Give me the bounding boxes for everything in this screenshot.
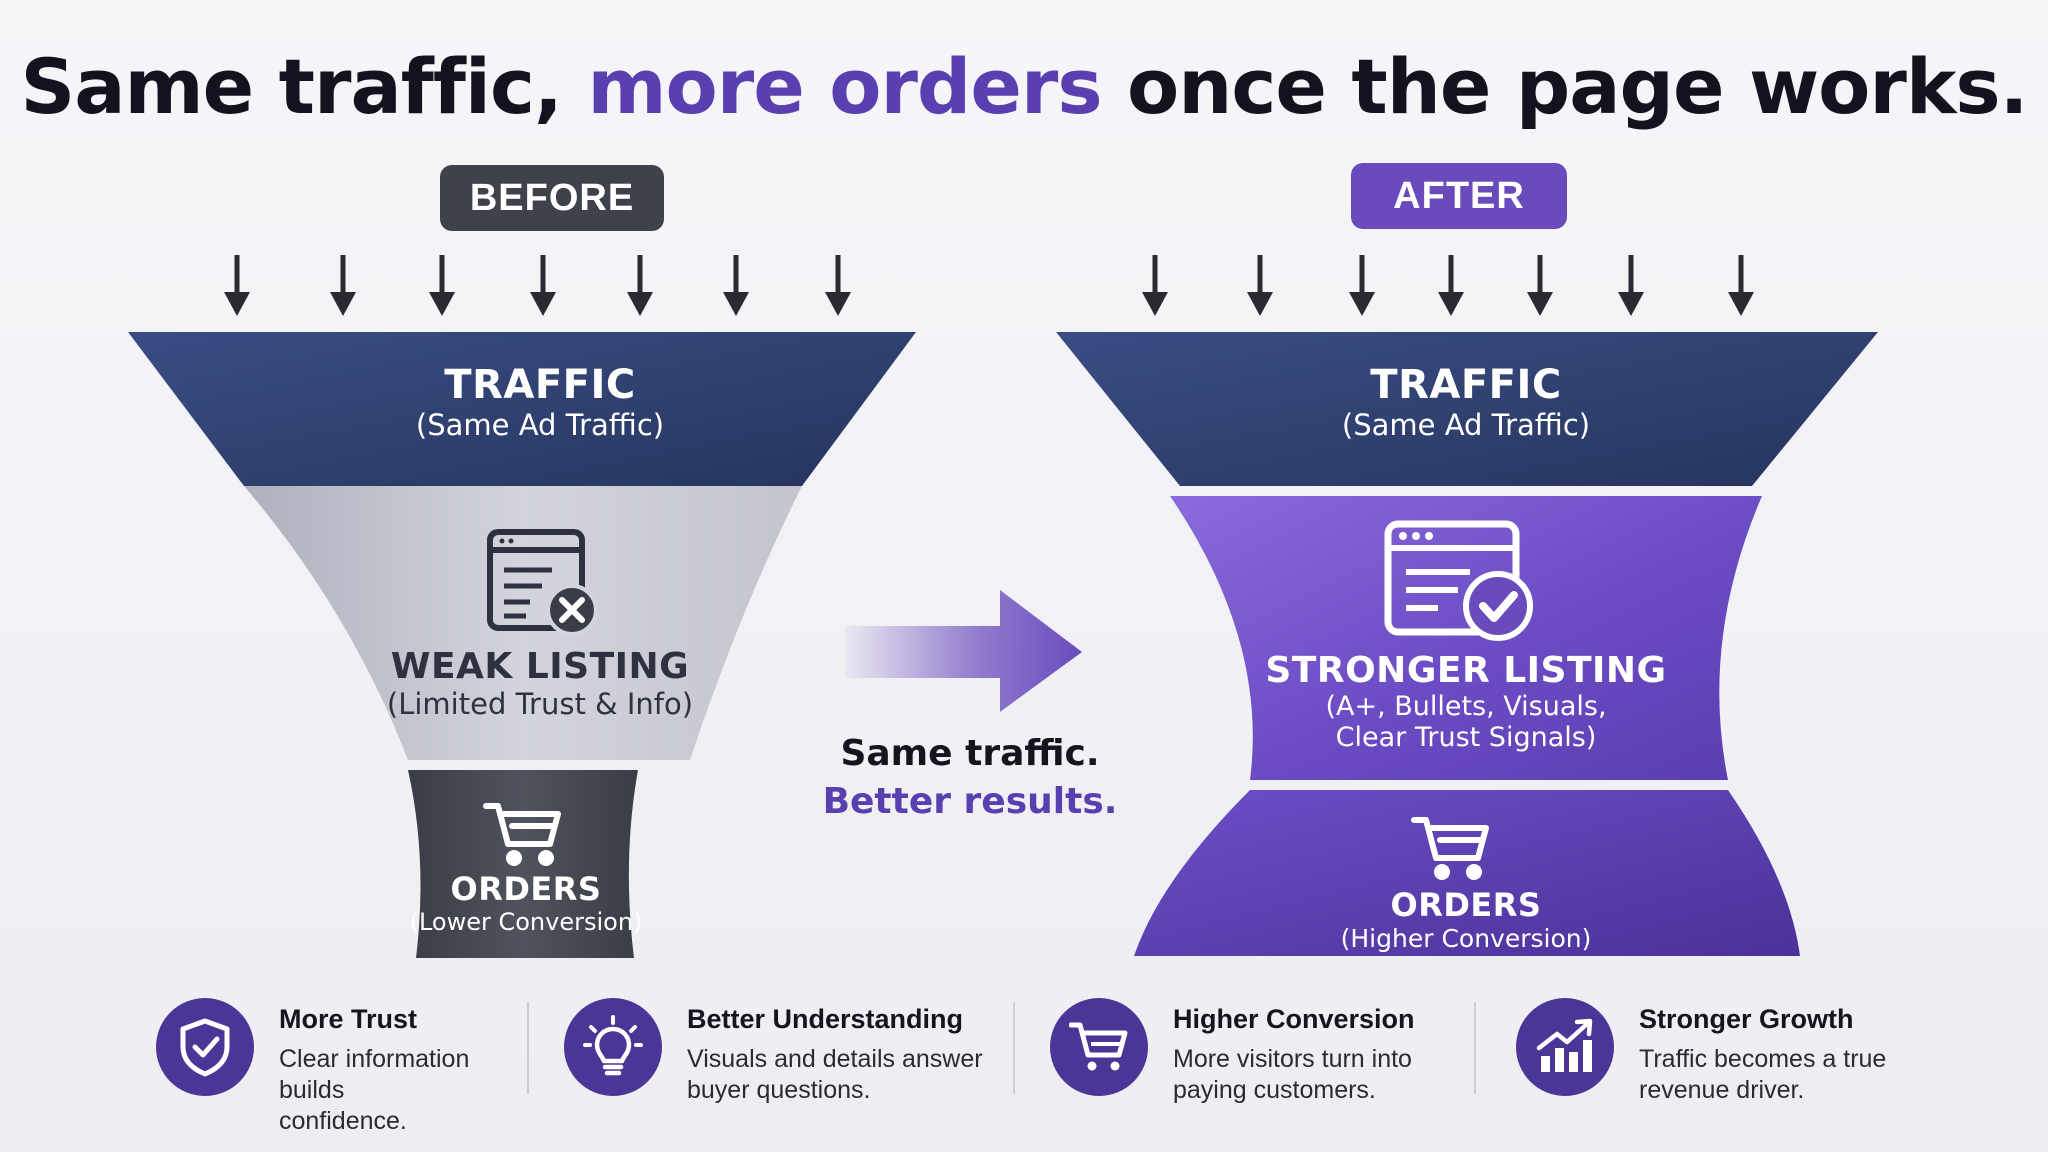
arrow-down-icon — [1527, 255, 1553, 316]
before-orders-text: ORDERS (Lower Conversion) — [386, 870, 666, 936]
cart-icon — [483, 803, 561, 866]
arrow-down-icon — [1349, 255, 1375, 316]
arrow-down-icon — [1438, 255, 1464, 316]
after-traffic-text: TRAFFIC (Same Ad Traffic) — [1256, 362, 1676, 442]
feature-title: Better Understanding — [687, 1004, 964, 1034]
after-traffic-title: TRAFFIC — [1370, 362, 1562, 408]
before-listing-text: WEAK LISTING (Limited Trust & Info) — [340, 646, 740, 721]
after-orders-text: ORDERS (Higher Conversion) — [1266, 886, 1666, 953]
after-listing-text: STRONGER LISTING (A+, Bullets, Visuals, … — [1216, 650, 1716, 753]
before-listing-title: WEAK LISTING — [390, 646, 690, 687]
transition-arrow — [845, 590, 1082, 712]
after-listing-title: STRONGER LISTING — [1265, 650, 1667, 691]
arrow-down-icon — [723, 255, 749, 316]
arrow-down-icon — [627, 255, 653, 316]
arrow-down-icon — [1618, 255, 1644, 316]
headline-part-1: Same traffic, — [20, 42, 588, 131]
cart-icon — [1411, 817, 1489, 880]
caption-line-2: Better results. — [822, 781, 1118, 822]
listing-check-icon — [1384, 520, 1533, 641]
after-traffic-band — [1056, 332, 1878, 486]
page-title: Same traffic, more orders once the page … — [0, 42, 2048, 131]
before-badge: BEFORE — [440, 165, 664, 231]
before-traffic-band — [128, 332, 916, 486]
comparison-caption: Same traffic. Better results. — [820, 730, 1120, 826]
after-traffic-subtitle: (Same Ad Traffic) — [1341, 408, 1591, 442]
feature-title: More Trust — [279, 1004, 418, 1034]
feature-description: Clear information builds confidence. — [279, 1045, 470, 1135]
caption-line-1: Same traffic. — [840, 733, 1100, 774]
feature-description: Visuals and details answer buyer questio… — [687, 1045, 983, 1104]
feature-more-trust: More Trust Clear information builds conf… — [156, 994, 576, 1135]
arrow-down-icon — [1142, 255, 1168, 316]
after-listing-band — [1170, 496, 1762, 780]
before-listing-band — [244, 486, 802, 760]
feature-description: More visitors turn into paying customers… — [1173, 1045, 1412, 1104]
before-listing-subtitle: (Limited Trust & Info) — [386, 687, 694, 721]
after-listing-subtitle-1: (A+, Bullets, Visuals, — [1325, 691, 1607, 722]
lightbulb-icon — [564, 998, 662, 1096]
feature-title: Stronger Growth — [1639, 1004, 1854, 1034]
growth-chart-icon — [1516, 998, 1614, 1096]
before-traffic-text: TRAFFIC (Same Ad Traffic) — [340, 362, 740, 442]
before-orders-subtitle: (Lower Conversion) — [409, 908, 643, 936]
feature-divider — [1013, 1002, 1015, 1094]
headline-accent: more orders — [587, 42, 1102, 131]
feature-divider — [1474, 1002, 1476, 1094]
arrow-down-icon — [1728, 255, 1754, 316]
before-orders-band — [408, 770, 638, 958]
after-badge: AFTER — [1351, 163, 1567, 229]
feature-stronger-growth: Stronger Growth Traffic becomes a true r… — [1516, 994, 1936, 1104]
before-traffic-subtitle: (Same Ad Traffic) — [415, 408, 665, 442]
after-orders-subtitle: (Higher Conversion) — [1340, 924, 1592, 953]
after-traffic-arrows — [1142, 255, 1754, 316]
arrow-down-icon — [330, 255, 356, 316]
feature-description: Traffic becomes a true revenue driver. — [1639, 1045, 1887, 1104]
before-traffic-arrows — [224, 255, 851, 316]
arrow-down-icon — [530, 255, 556, 316]
shield-check-icon — [156, 998, 254, 1096]
listing-x-icon — [487, 529, 598, 636]
feature-higher-conversion: Higher Conversion More visitors turn int… — [1050, 994, 1470, 1104]
arrow-down-icon — [429, 255, 455, 316]
headline-part-2: once the page works. — [1101, 42, 2028, 131]
after-listing-subtitle-2: Clear Trust Signals) — [1335, 722, 1597, 753]
before-orders-title: ORDERS — [450, 870, 602, 908]
feature-divider — [527, 1002, 529, 1094]
arrow-down-icon — [224, 255, 250, 316]
feature-better-understanding: Better Understanding Visuals and details… — [564, 994, 984, 1104]
feature-title: Higher Conversion — [1173, 1004, 1415, 1034]
before-traffic-title: TRAFFIC — [444, 362, 636, 408]
arrow-down-icon — [1247, 255, 1273, 316]
cart-icon — [1050, 998, 1148, 1096]
after-orders-title: ORDERS — [1390, 886, 1542, 924]
arrow-down-icon — [825, 255, 851, 316]
